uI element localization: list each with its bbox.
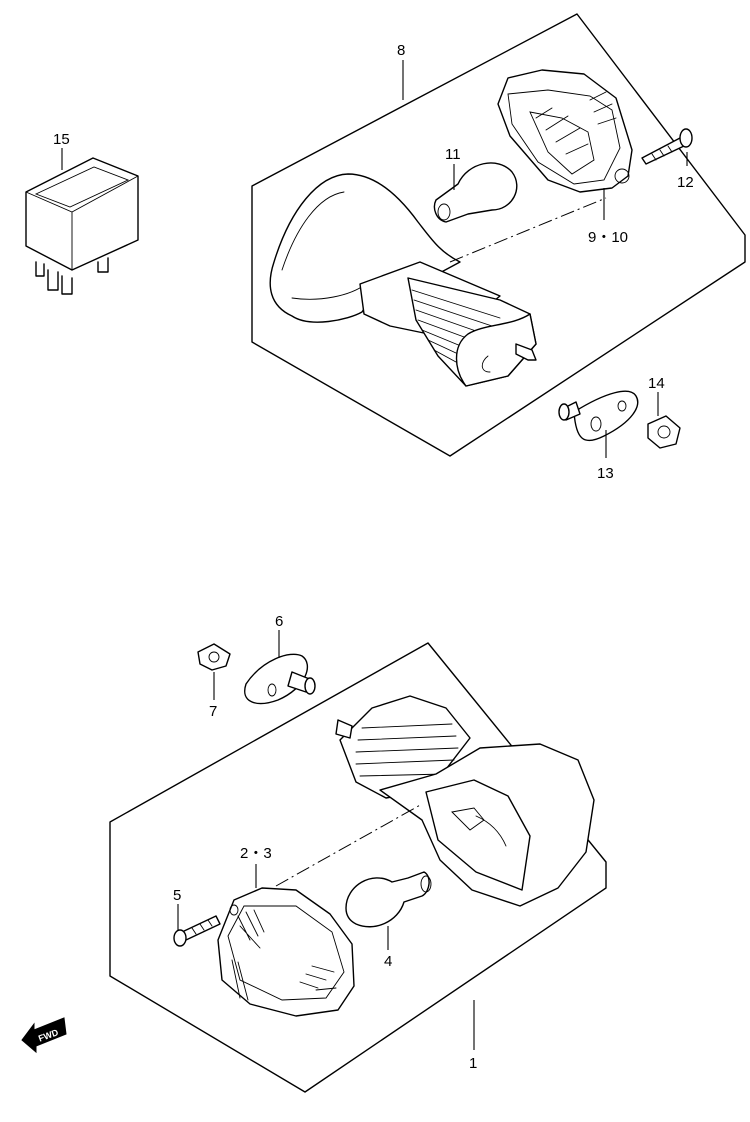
dash-line-lower: [275, 803, 423, 887]
dash-line-upper: [449, 197, 607, 263]
callout-labels: 8 15 11 12 9・10 14 13 6 7 2・3 5 4 1: [53, 42, 694, 1072]
part-7-nut: [197, 643, 231, 671]
part-4-bulb: [345, 871, 432, 928]
callout-13: 13: [597, 465, 614, 482]
callout-15: 15: [53, 131, 70, 148]
callout-7: 7: [209, 703, 217, 720]
part-13-plate: [558, 390, 639, 442]
callout-12: 12: [677, 174, 694, 191]
part-6-plate: [244, 653, 316, 705]
part-1-turn-signal-body: [335, 695, 595, 907]
callout-4: 4: [384, 953, 392, 970]
assembly-box-upper: [251, 13, 746, 457]
leader-lines: [61, 60, 688, 1050]
part-8-turn-signal-body: [269, 173, 537, 387]
part-14-nut: [647, 415, 681, 449]
part-9-10-lens: [497, 69, 633, 193]
part-2-3-lens: [217, 887, 355, 1017]
part-15-relay: [25, 157, 139, 295]
callout-2-3: 2・3: [240, 845, 272, 862]
callout-14: 14: [648, 375, 665, 392]
callout-8: 8: [397, 42, 405, 59]
part-12-screw: [641, 128, 693, 165]
part-11-bulb: [433, 162, 518, 223]
callout-11: 11: [445, 146, 461, 163]
assembly-box-lower: [109, 642, 607, 1093]
callout-1: 1: [469, 1055, 477, 1072]
callout-5: 5: [173, 887, 181, 904]
callout-6: 6: [275, 613, 283, 630]
part-5-screw: [173, 915, 221, 947]
callout-9-10: 9・10: [588, 229, 628, 246]
forward-arrow-icon: FWD: [21, 1017, 67, 1054]
